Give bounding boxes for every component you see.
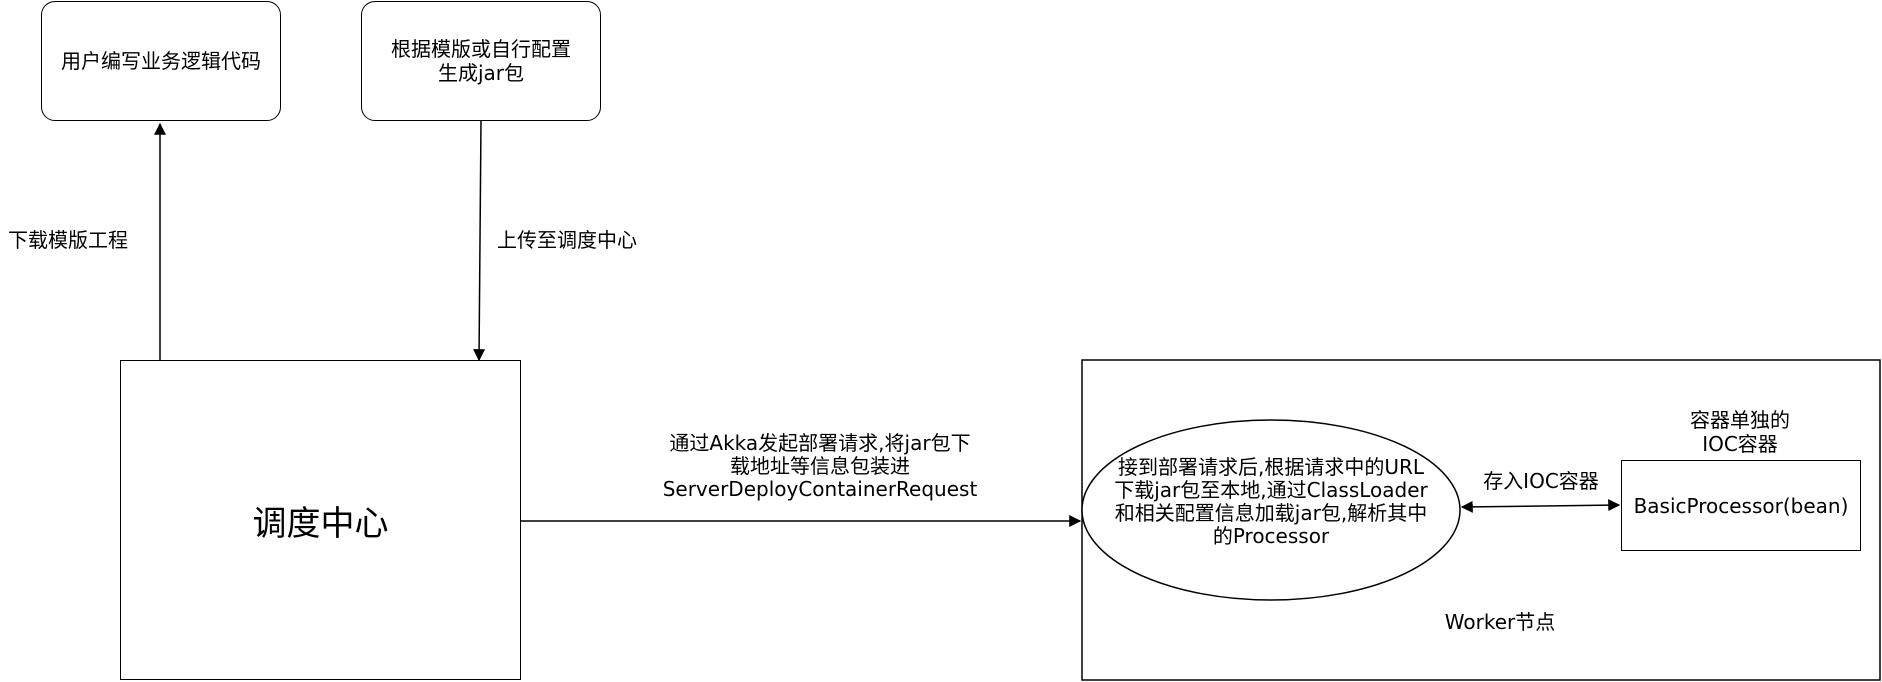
store-ioc-arrow bbox=[1460, 499, 1621, 513]
worker-process-line-2: 下载jar包至本地,通过ClassLoader bbox=[1114, 478, 1428, 502]
deploy-request-line-2: 载地址等信息包装进 bbox=[730, 454, 910, 478]
upload-arrow bbox=[473, 120, 486, 362]
deploy-request-line-3: ServerDeployContainerRequest bbox=[662, 477, 978, 501]
deploy-request-label: 通过Akka发起部署请求,将jar包下 载地址等信息包装进 ServerDepl… bbox=[600, 432, 1040, 501]
basic-processor-label: BasicProcessor(bean) bbox=[1633, 493, 1849, 518]
worker-process-ellipse bbox=[1081, 419, 1461, 601]
worker-node-box bbox=[1081, 359, 1881, 681]
scheduler-box: 调度中心 bbox=[120, 360, 521, 680]
basic-processor-box: BasicProcessor(bean) bbox=[1621, 460, 1861, 551]
jar-build-line-2: 生成jar包 bbox=[437, 61, 525, 85]
user-code-box: 用户编写业务逻辑代码 bbox=[41, 1, 281, 121]
worker-process-text: 接到部署请求后,根据请求中的URL 下载jar包至本地,通过ClassLoade… bbox=[1082, 456, 1460, 548]
store-ioc-label: 存入IOC容器 bbox=[1483, 469, 1599, 493]
worker-node-label: Worker节点 bbox=[1444, 610, 1556, 634]
jar-build-line-1: 根据模版或自行配置 bbox=[391, 37, 571, 61]
scheduler-label: 调度中心 bbox=[252, 503, 389, 544]
ioc-title-line-1: 容器单独的 bbox=[1690, 408, 1790, 432]
deploy-request-line-1: 通过Akka发起部署请求,将jar包下 bbox=[669, 431, 971, 455]
user-code-label: 用户编写业务逻辑代码 bbox=[61, 49, 261, 73]
upload-label: 上传至调度中心 bbox=[497, 228, 637, 252]
worker-process-line-3: 和相关配置信息加载jar包,解析其中 bbox=[1114, 501, 1428, 525]
worker-process-line-1: 接到部署请求后,根据请求中的URL bbox=[1117, 455, 1425, 479]
ioc-title-line-2: IOC容器 bbox=[1702, 432, 1778, 456]
jar-build-box: 根据模版或自行配置 生成jar包 bbox=[361, 1, 601, 121]
worker-process-line-4: 的Processor bbox=[1212, 524, 1330, 548]
ioc-title: 容器单独的 IOC容器 bbox=[1620, 408, 1860, 456]
download-template-label: 下载模版工程 bbox=[8, 228, 128, 252]
